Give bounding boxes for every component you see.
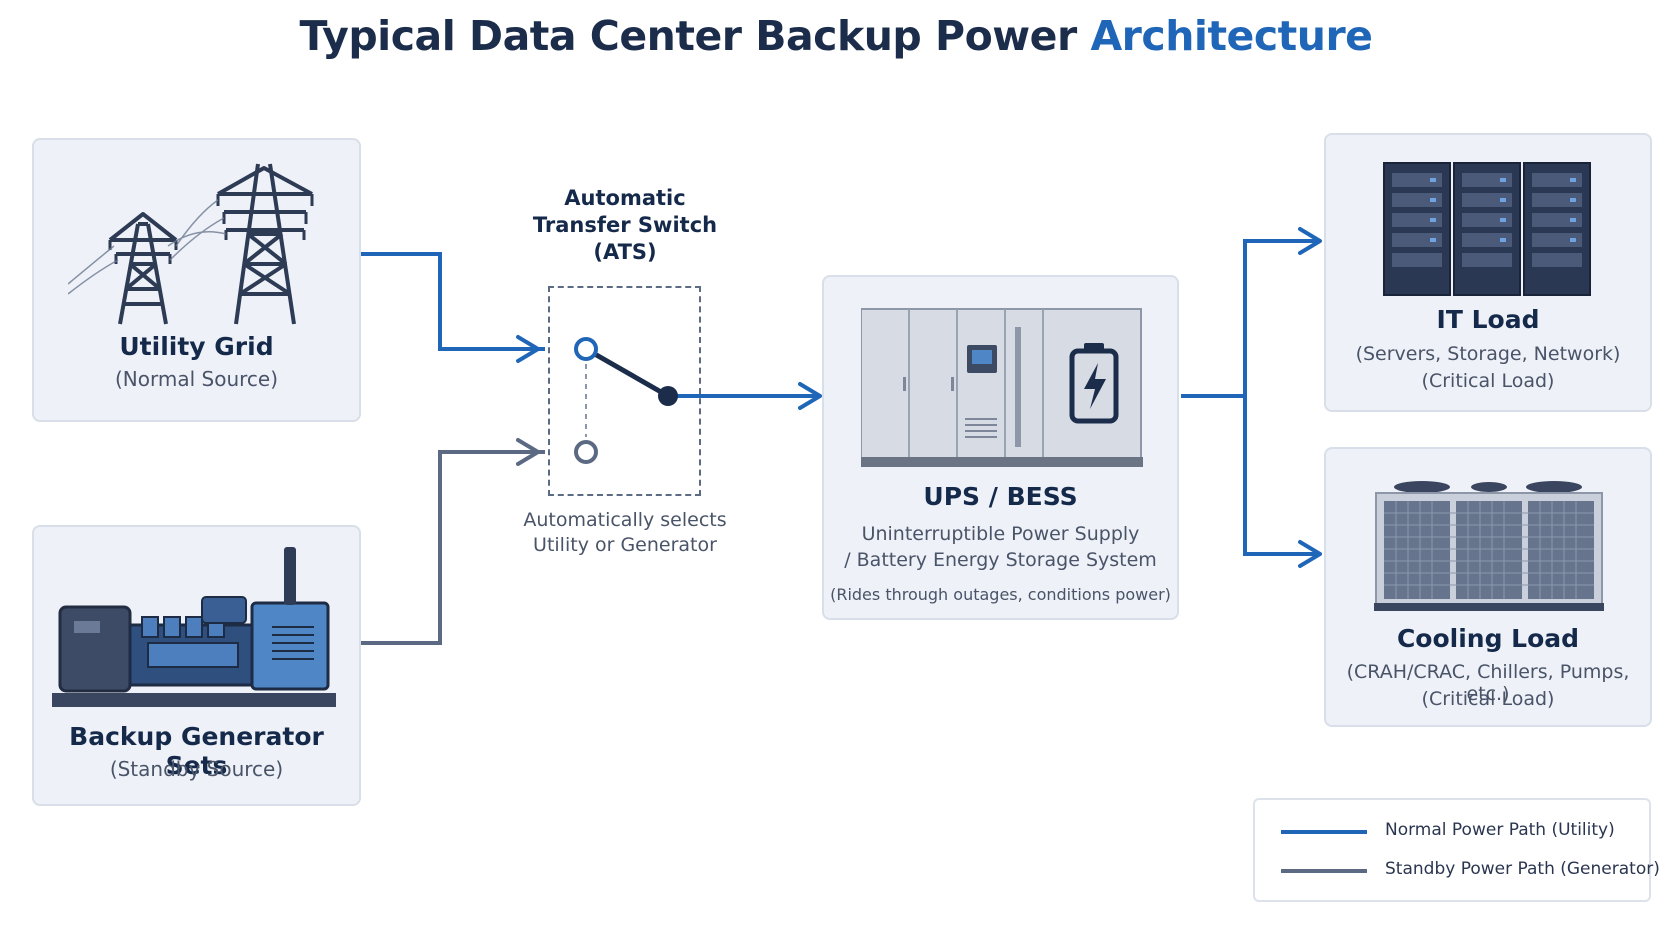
battery-icon xyxy=(1069,343,1119,424)
ats-label-line1: Automatic xyxy=(564,186,686,210)
ats-note-line1: Automatically selects xyxy=(523,509,727,531)
legend-item-normal: Normal Power Path (Utility) xyxy=(1255,817,1649,847)
ups-bess-desc2: / Battery Energy Storage System xyxy=(844,549,1157,571)
generator-desc: (Standby Source) xyxy=(109,757,284,781)
cooling-load-card: Cooling Load (CRAH/CRAC, Chillers, Pumps… xyxy=(1324,447,1652,727)
cooling-load-desc1: (CRAH/CRAC, Chillers, Pumps, etc.) xyxy=(1346,661,1630,705)
cooling-unit-icon xyxy=(1374,481,1604,611)
it-load-card: IT Load (Servers, Storage, Network) (Cri… xyxy=(1324,133,1652,412)
legend-swatch-normal xyxy=(1281,830,1367,834)
legend-item-standby: Standby Power Path (Generator) xyxy=(1255,856,1660,886)
legend-label-normal: Normal Power Path (Utility) xyxy=(1385,820,1615,840)
ats-box xyxy=(548,286,701,496)
generator-title: Backup Generator Sets xyxy=(69,722,324,780)
it-load-desc2: (Critical Load) xyxy=(1421,370,1555,392)
generator-icon xyxy=(52,547,336,707)
ats-label-line2: Transfer Switch xyxy=(532,213,718,237)
ats-label-line3: (ATS) xyxy=(593,240,657,264)
it-load-title: IT Load xyxy=(1436,305,1540,334)
legend: Normal Power Path (Utility) Standby Powe… xyxy=(1253,798,1660,902)
ats-note: Automatically selects Utility or Generat… xyxy=(510,508,740,558)
diagram-title: Typical Data Center Backup Power Archite… xyxy=(0,12,1672,60)
server-rack-icon xyxy=(1383,162,1591,296)
cooling-load-title: Cooling Load xyxy=(1396,624,1580,653)
ups-bess-desc3: (Rides through outages, conditions power… xyxy=(830,585,1171,604)
ups-bess-card: UPS / BESS Uninterruptible Power Supply … xyxy=(822,275,1179,620)
title-main: Typical Data Center Backup Power xyxy=(299,12,1091,60)
standby-path-generator-to-ats xyxy=(360,450,545,645)
transmission-tower-icon xyxy=(68,163,314,325)
ups-bess-title: UPS / BESS xyxy=(923,482,1078,511)
legend-swatch-standby xyxy=(1281,869,1367,873)
title-highlight: Architecture xyxy=(1090,12,1373,60)
legend-label-standby: Standby Power Path (Generator) xyxy=(1385,859,1660,879)
ats-switch-icon xyxy=(574,337,678,464)
utility-grid-card: Utility Grid (Normal Source) xyxy=(32,138,361,422)
ats-note-line2: Utility or Generator xyxy=(533,534,717,556)
path-ups-to-loads xyxy=(1181,239,1320,556)
ups-bess-desc1: Uninterruptible Power Supply xyxy=(861,523,1140,545)
utility-grid-desc: (Normal Source) xyxy=(114,367,279,391)
it-load-desc1: (Servers, Storage, Network) xyxy=(1355,343,1621,365)
generator-card: Backup Generator Sets (Standby Source) xyxy=(32,525,361,806)
normal-path-utility-to-ats xyxy=(360,252,545,351)
utility-grid-title: Utility Grid xyxy=(119,332,274,361)
cooling-load-desc2: (Critical Load) xyxy=(1421,688,1555,710)
ats-label: Automatic Transfer Switch (ATS) xyxy=(520,185,730,266)
